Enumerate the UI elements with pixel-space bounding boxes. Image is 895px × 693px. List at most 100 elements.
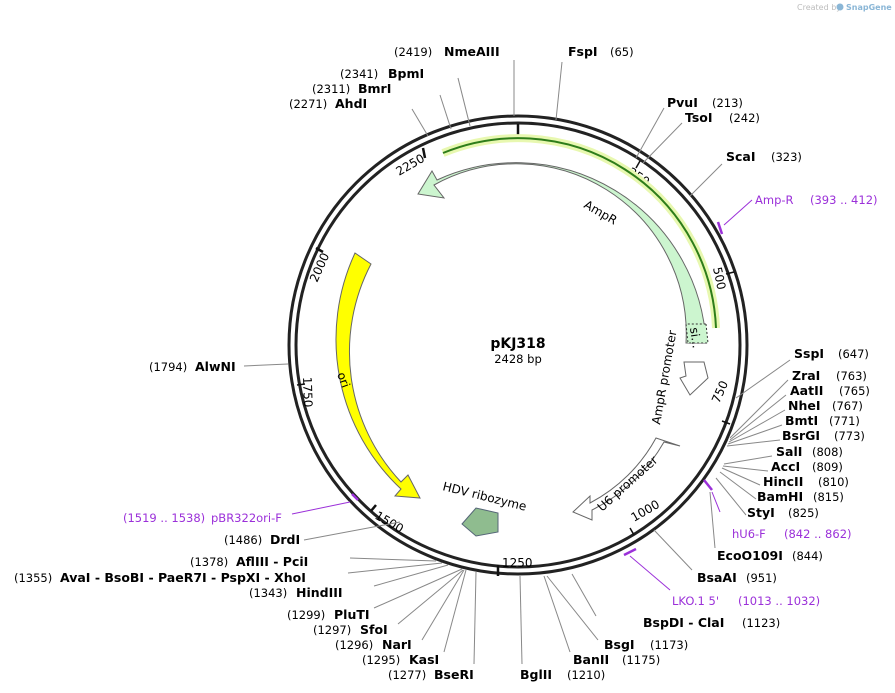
enzyme-name-kasi[interactable]: KasI: [409, 652, 439, 667]
primer-hu6-f-label[interactable]: hU6-F: [732, 527, 766, 541]
enzyme-name-sspi[interactable]: SspI: [794, 346, 824, 361]
enzyme-pos-hincii: (810): [818, 475, 849, 489]
enzyme-name-sali[interactable]: SalI: [776, 444, 802, 459]
enzyme-name-bsaai[interactable]: BsaAI: [697, 570, 737, 585]
feature-hdv-ribozyme-arrow[interactable]: [461, 507, 499, 537]
credit-prefix: Created by: [797, 3, 841, 12]
enzyme-name-nmeaiii[interactable]: NmeAIII: [444, 44, 500, 59]
leader-fspi: [555, 61, 563, 121]
enzyme-name-banii[interactable]: BanII: [573, 652, 609, 667]
enzyme-name-sfoi[interactable]: SfoI: [360, 622, 388, 637]
enzyme-name-alwni[interactable]: AlwNI: [195, 359, 236, 374]
backbone-outer-strand: [287, 114, 749, 576]
enzyme-name-scai[interactable]: ScaI: [726, 149, 756, 164]
enzyme-leaders: [243, 60, 791, 665]
enzyme-name-ecoo109i[interactable]: EcoO109I: [717, 548, 783, 563]
feature-ampr-promoter-arrow[interactable]: [679, 361, 709, 396]
enzyme-name-styi[interactable]: StyI: [747, 505, 775, 520]
enzyme-name-tsoi[interactable]: TsoI: [685, 110, 713, 125]
enzyme-name-bsgi[interactable]: BsgI: [604, 637, 635, 652]
enzyme-pos-sali: (808): [812, 445, 843, 459]
leader-ecoo109i: [709, 491, 716, 549]
primer-hu6-f-range: (842 .. 862): [784, 527, 852, 541]
primer-pbr322ori-range: (1519 .. 1538): [123, 511, 205, 525]
enzyme-pos-ahdi: (2271): [289, 97, 327, 111]
enzyme-name-bamhi[interactable]: BamHI: [757, 489, 803, 504]
enzyme-pos-banii: (1175): [622, 653, 660, 667]
enzyme-name-bspdi-clai[interactable]: BspDI - ClaI: [643, 615, 724, 630]
enzyme-pos-ecoo109i: (844): [792, 549, 823, 563]
enzyme-pos-hindiii: (1343): [249, 586, 287, 600]
enzyme-name-pluti[interactable]: PluTI: [334, 607, 370, 622]
tick-label-1250: 1250: [502, 556, 533, 570]
enzyme-pos-acci: (809): [812, 460, 843, 474]
primer-hu6-f-mark[interactable]: [703, 479, 713, 491]
enzyme-name-bsrgi[interactable]: BsrGI: [782, 428, 820, 443]
enzyme-name-bmri[interactable]: BmrI: [358, 81, 391, 96]
enzyme-name-bpmi[interactable]: BpmI: [388, 66, 424, 81]
enzyme-name-fspi[interactable]: FspI: [568, 44, 598, 59]
tick-label-1500: 1500: [373, 508, 406, 535]
leader-pluti: [373, 568, 463, 609]
enzyme-pos-fspi: (65): [610, 45, 634, 59]
feature-u6-promoter-arrow[interactable]: [572, 437, 681, 521]
primer-amp-r-mark[interactable]: [716, 221, 724, 235]
enzyme-name-afliii-pcii[interactable]: AflIII - PciI: [236, 554, 308, 569]
enzyme-name-nhei[interactable]: NheI: [788, 398, 821, 413]
enzyme-pos-scai: (323): [771, 150, 802, 164]
plasmid-size: 2428 bp: [494, 352, 542, 366]
feature-ampr-arrow[interactable]: [417, 162, 707, 344]
enzyme-pos-drdi: (1486): [224, 533, 262, 547]
tick-label-750: 750: [709, 379, 731, 406]
enzyme-name-pvui[interactable]: PvuI: [667, 95, 698, 110]
tick-750: [721, 420, 731, 425]
enzyme-name-bseri[interactable]: BseRI: [434, 667, 474, 682]
enzyme-pos-bsgi: (1173): [650, 638, 688, 652]
feature-ori-label: ori: [334, 370, 352, 389]
enzyme-name-zrai[interactable]: ZraI: [792, 368, 820, 383]
enzyme-name-bglii[interactable]: BglII: [520, 667, 552, 682]
primer-lko1-range: (1013 .. 1032): [738, 594, 820, 608]
feature-signal-label: si...: [687, 326, 704, 349]
primer-lko1-label[interactable]: LKO.1 5': [672, 594, 719, 608]
enzyme-pos-alwni: (1794): [149, 360, 187, 374]
enzyme-pos-pvui: (213): [712, 96, 743, 110]
leader-hindiii: [373, 564, 449, 587]
leader-scai: [689, 163, 723, 197]
enzyme-name-ahdi[interactable]: AhdI: [335, 96, 367, 111]
primer-lko1-leader: [629, 555, 671, 591]
enzyme-pos-bpmi: (2341): [340, 67, 378, 81]
enzyme-pos-bsaai: (951): [746, 571, 777, 585]
feature-signal-box[interactable]: [685, 323, 709, 344]
enzyme-pos-styi: (825): [788, 506, 819, 520]
leader-bmri: [439, 94, 452, 130]
tick-label-2250: 2250: [394, 151, 427, 178]
plasmid-name: pKJ318: [490, 336, 545, 352]
enzyme-pos-sfoi: (1297): [313, 623, 351, 637]
enzyme-name-drdi[interactable]: DrdI: [270, 532, 300, 547]
feature-ori-arrow[interactable]: [335, 252, 421, 499]
enzyme-name-nari[interactable]: NarI: [382, 637, 412, 652]
enzyme-pos-nmeaiii: (2419): [394, 45, 432, 59]
enzyme-name-avai-group[interactable]: AvaI - BsoBI - PaeR7I - PspXI - XhoI: [60, 570, 306, 585]
primer-pbr322ori-mark[interactable]: [351, 493, 359, 501]
enzyme-name-hindiii[interactable]: HindIII: [296, 585, 343, 600]
enzyme-name-acci[interactable]: AccI: [771, 459, 800, 474]
enzyme-pos-nhei: (767): [832, 399, 863, 413]
leader-bglii: [519, 575, 523, 665]
credit-brand: SnapGene: [846, 3, 892, 12]
primer-pbr322ori-label[interactable]: pBR322ori-F: [211, 511, 282, 525]
enzyme-pos-bsrgi: (773): [834, 429, 865, 443]
enzyme-name-hincii[interactable]: HincII: [763, 474, 803, 489]
leader-sspi: [735, 359, 791, 399]
enzyme-name-aatii[interactable]: AatII: [790, 383, 823, 398]
enzyme-pos-bseri: (1277): [388, 668, 426, 682]
leader-sali: [723, 455, 773, 465]
primer-amp-r-label[interactable]: Amp-R: [755, 193, 794, 207]
tick-250: [635, 160, 641, 169]
primer-lko1-mark[interactable]: [623, 547, 637, 557]
enzyme-pos-bglii: (1210): [567, 668, 605, 682]
enzyme-name-bmti[interactable]: BmtI: [785, 413, 818, 428]
